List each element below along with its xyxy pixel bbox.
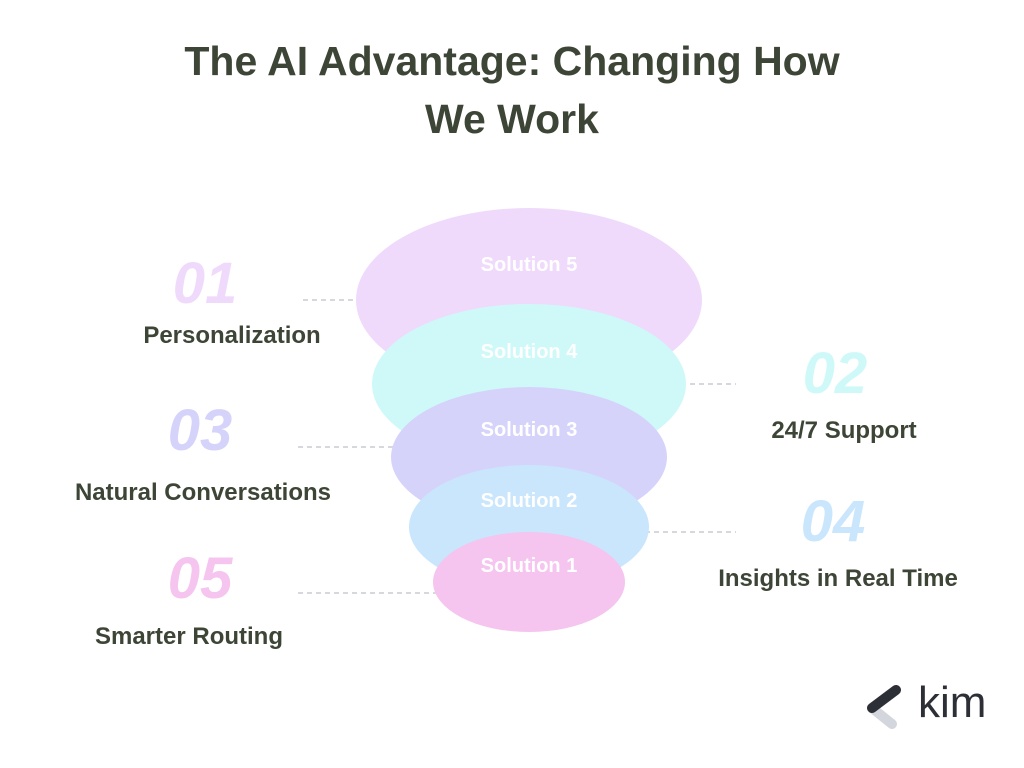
solution-2-label: Solution 2 bbox=[481, 490, 578, 512]
item-number-05: 05 bbox=[167, 546, 233, 611]
item-label-smarter-routing: Smarter Routing bbox=[94, 623, 283, 650]
funnel-layer-1 bbox=[433, 532, 625, 632]
solution-3-label: Solution 3 bbox=[481, 419, 578, 441]
kim-logo-icon bbox=[867, 685, 901, 729]
item-number-02: 02 bbox=[802, 341, 868, 406]
item-label-insights: Insights in Real Time bbox=[718, 565, 958, 592]
item-number-04: 04 bbox=[800, 489, 866, 554]
solution-5-label: Solution 5 bbox=[481, 254, 578, 276]
item-label-support: 24/7 Support bbox=[771, 417, 917, 444]
item-label-personalization: Personalization bbox=[143, 322, 321, 349]
solution-4-label: Solution 4 bbox=[481, 341, 579, 363]
item-number-01: 01 bbox=[172, 251, 238, 316]
kim-logo-text: kim bbox=[918, 678, 987, 727]
solution-1-label: Solution 1 bbox=[481, 555, 578, 577]
kim-logo: kim bbox=[866, 678, 1006, 732]
item-number-03: 03 bbox=[167, 398, 233, 463]
item-label-natural-conversations: Natural Conversations bbox=[74, 479, 332, 506]
